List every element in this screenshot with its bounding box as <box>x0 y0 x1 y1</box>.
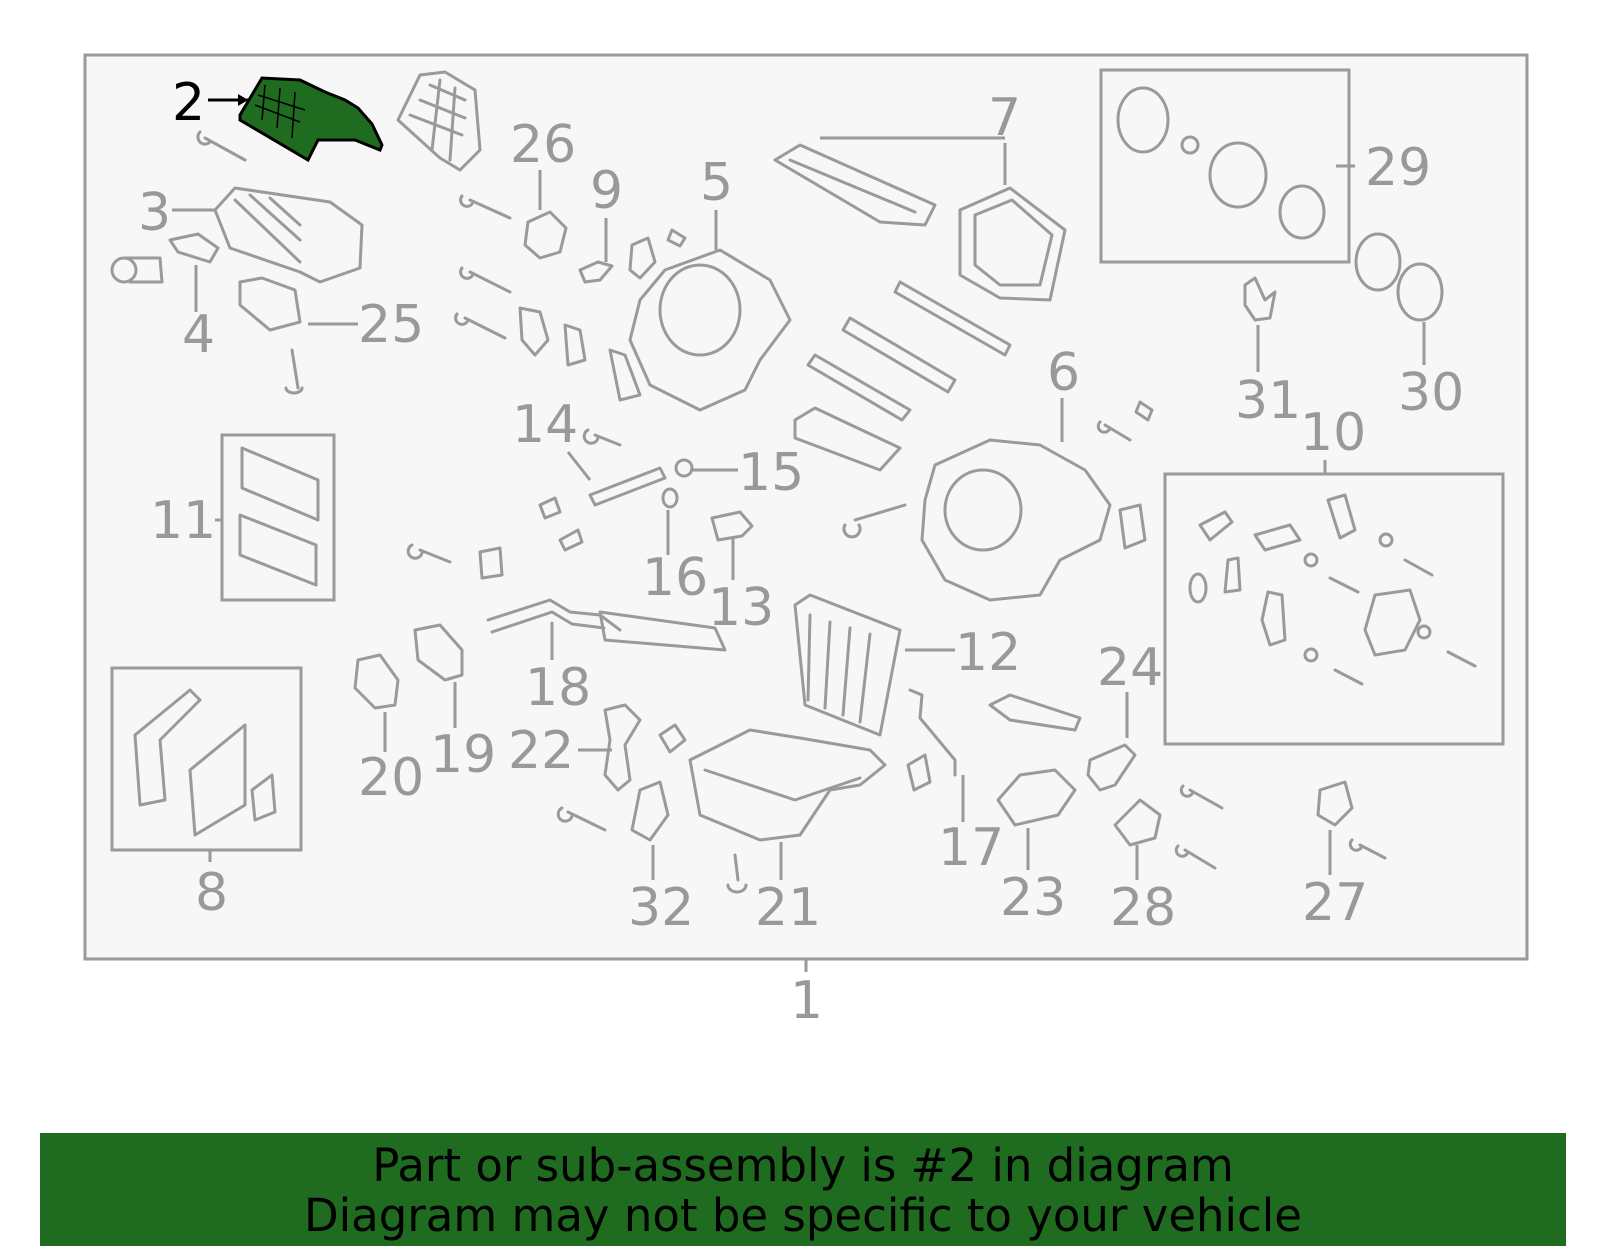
label-28: 28 <box>1110 878 1176 938</box>
label-2: 2 <box>172 73 205 133</box>
leader-arrows <box>172 136 1426 880</box>
label-13: 13 <box>708 578 774 638</box>
label-25: 25 <box>358 295 424 355</box>
label-15: 15 <box>738 443 804 503</box>
label-8: 8 <box>195 863 228 923</box>
label-4: 4 <box>182 305 215 365</box>
label-29: 29 <box>1365 138 1431 198</box>
label-27: 27 <box>1302 873 1368 933</box>
label-17: 17 <box>938 818 1004 878</box>
label-10: 10 <box>1300 403 1366 463</box>
label-16: 16 <box>642 548 708 608</box>
label-18: 18 <box>525 658 591 718</box>
assembly-frame <box>83 53 1529 961</box>
label-22: 22 <box>508 721 574 781</box>
label-14: 14 <box>512 395 578 455</box>
label-24: 24 <box>1097 638 1163 698</box>
label-12: 12 <box>955 623 1021 683</box>
part-2-highlighted[interactable] <box>238 76 384 163</box>
part-outlines <box>110 70 1477 894</box>
label-1: 1 <box>790 971 823 1031</box>
label-11: 11 <box>150 491 216 551</box>
label-30: 30 <box>1398 363 1464 423</box>
label-3: 3 <box>138 183 171 243</box>
label-23: 23 <box>1000 868 1066 928</box>
label-5: 5 <box>700 153 733 213</box>
label-21: 21 <box>755 878 821 938</box>
label-19: 19 <box>430 725 496 785</box>
banner-line-1: Part or sub-assembly is #2 in diagram <box>372 1139 1234 1192</box>
box-8 <box>110 666 303 852</box>
label-9: 9 <box>590 161 623 221</box>
label-26: 26 <box>510 115 576 175</box>
label-20: 20 <box>358 748 424 808</box>
label-31: 31 <box>1235 371 1301 431</box>
box-11 <box>220 433 336 602</box>
label-6: 6 <box>1047 343 1080 403</box>
box-10 <box>1163 472 1505 746</box>
info-banner: Part or sub-assembly is #2 in diagram Di… <box>40 1133 1566 1246</box>
part-labels: 1 2 3 4 5 6 7 8 9 10 11 12 13 14 15 16 1… <box>138 73 1464 1031</box>
label-7: 7 <box>988 88 1021 148</box>
label-32: 32 <box>628 878 694 938</box>
banner-line-2: Diagram may not be specific to your vehi… <box>304 1189 1302 1242</box>
